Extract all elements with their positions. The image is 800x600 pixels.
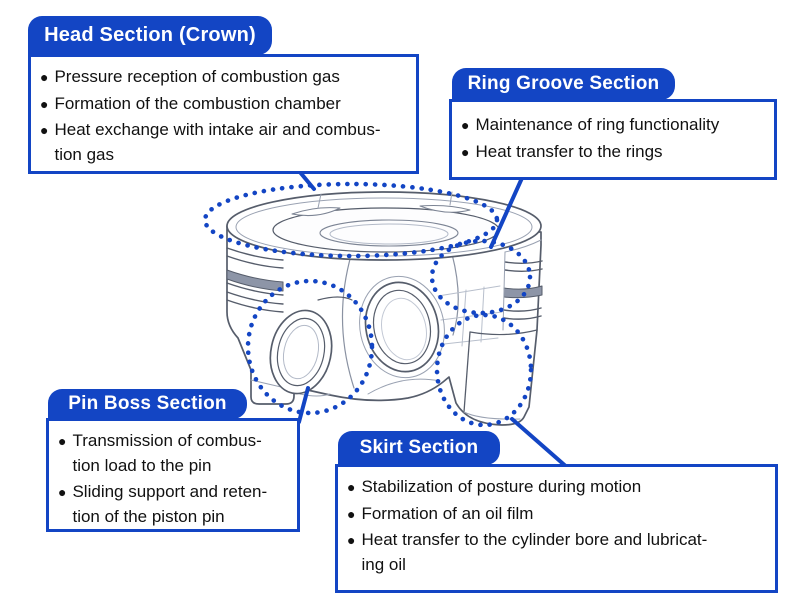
skirt-leader-line (510, 417, 571, 471)
head-leader-line (297, 169, 316, 191)
bullet-icon: ● (40, 69, 49, 85)
list-item: ● Transmission of combus- tion load to t… (58, 429, 288, 478)
item-text: Heat exchange with intake air and combus… (54, 120, 381, 164)
pin-boss-section-body: ● Transmission of combus- tion load to t… (46, 418, 300, 532)
bullet-icon: ● (40, 122, 49, 139)
bullet-icon: ● (461, 143, 470, 160)
list-item: ● Pressure reception of combustion gas (40, 65, 407, 90)
ring-groove-section-title: Ring Groove Section (452, 68, 675, 100)
item-text: Sliding support and reten- tion of the p… (72, 482, 268, 526)
leader-lines (297, 169, 571, 471)
skirt-highlight-circle (434, 312, 534, 428)
pin-boss-highlight-circle (245, 278, 375, 416)
pin-leader-line (297, 386, 310, 424)
item-text: Maintenance of ring functionality (475, 115, 720, 134)
piston-illustration (226, 191, 543, 426)
list-item: ● Sliding support and reten- tion of the… (58, 480, 288, 529)
bullet-icon: ● (347, 505, 356, 522)
pin-boss-section-title: Pin Boss Section (48, 389, 247, 419)
bullet-icon: ● (58, 484, 67, 501)
item-text: Heat transfer to the rings (475, 141, 663, 161)
item-text: Pressure reception of combustion gas (54, 67, 340, 86)
list-item: ● Heat transfer to the rings (461, 140, 765, 165)
bullet-icon: ● (58, 433, 67, 449)
list-item: ● Heat transfer to the cylinder bore and… (347, 528, 766, 577)
highlight-circles (202, 181, 534, 428)
list-item: ● Stabilization of posture during motion (347, 475, 766, 500)
crown-highlight-circle (202, 181, 500, 259)
list-item: ● Maintenance of ring functionality (461, 113, 765, 138)
bullet-icon: ● (347, 479, 356, 495)
skirt-section-body: ● Stabilization of posture during motion… (335, 464, 778, 593)
head-section-title: Head Section (Crown) (28, 16, 272, 55)
item-text: Transmission of combus- tion load to the… (72, 431, 262, 475)
item-text: Stabilization of posture during motion (361, 477, 642, 496)
head-section-body: ● Pressure reception of combustion gas ●… (28, 54, 419, 174)
item-text: Heat transfer to the cylinder bore and l… (361, 530, 708, 574)
ring-leader-line (489, 176, 524, 249)
ring-groove-highlight-circle (429, 238, 533, 316)
list-item: ● Heat exchange with intake air and comb… (40, 118, 407, 167)
ring-groove-section-body: ● Maintenance of ring functionality ● He… (449, 99, 777, 180)
bullet-icon: ● (461, 117, 470, 133)
item-text: Formation of the combustion chamber (54, 93, 341, 113)
bullet-icon: ● (40, 95, 49, 112)
skirt-section-title: Skirt Section (338, 431, 500, 465)
item-text: Formation of an oil film (361, 503, 534, 523)
list-item: ● Formation of an oil film (347, 502, 766, 527)
bullet-icon: ● (347, 532, 356, 549)
list-item: ● Formation of the combustion chamber (40, 92, 407, 117)
